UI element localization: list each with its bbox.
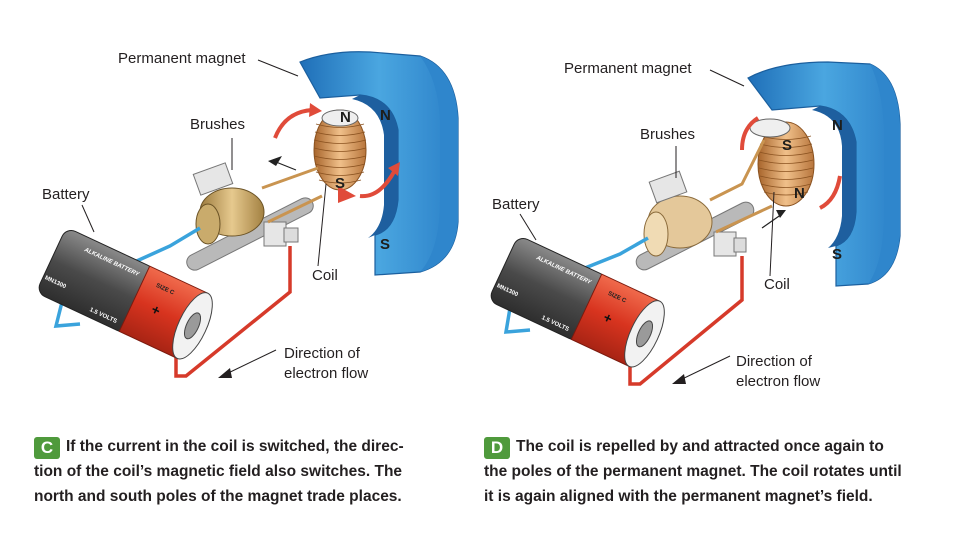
coil-pole-top: S <box>782 137 793 154</box>
label-permanent-magnet: Permanent magnet <box>564 60 692 77</box>
label-flow-line1: Direction of <box>736 353 812 370</box>
blue-wire <box>129 226 201 266</box>
red-wire <box>628 256 744 386</box>
permanent-magnet <box>747 61 901 287</box>
label-flow-line2: electron flow <box>284 365 369 382</box>
caption-d-line1: D The coil is repelled by and attracted o… <box>484 434 944 459</box>
label-flow-line1: Direction of <box>284 345 360 362</box>
badge-c: C <box>34 437 60 459</box>
label-brushes: Brushes <box>190 116 246 133</box>
blue-wire <box>579 236 649 272</box>
leader-lines <box>81 59 327 377</box>
label-flow-line2: electron flow <box>736 373 821 390</box>
coil-pole-top: N <box>340 109 351 126</box>
motor-diagram-d: ALKALINE BATTERY MN1300 1.5 VOLTS SIZE C… <box>490 61 901 386</box>
caption-d: D The coil is repelled by and attracted o… <box>484 434 944 509</box>
caption-c-line3: north and south poles of the magnet trad… <box>34 488 402 505</box>
caption-d-line3: it is again aligned with the permanent m… <box>484 488 873 505</box>
magnet-pole-top: N <box>832 117 843 134</box>
label-brushes: Brushes <box>640 126 696 143</box>
coil <box>749 118 815 207</box>
blue-wire-bottom <box>53 301 81 328</box>
label-direction-of-electron-flow: Direction of electron flow <box>284 344 368 384</box>
label-battery: Battery <box>492 196 540 213</box>
blue-wire-bottom <box>503 307 531 334</box>
magnet-pole-bottom: S <box>380 236 391 253</box>
rotation-arrows <box>273 108 397 199</box>
caption-c-line2: tion of the coil’s magnetic field also s… <box>34 463 403 480</box>
red-wire <box>174 246 292 378</box>
coil <box>313 109 367 191</box>
brushes <box>648 170 747 257</box>
motor-diagram-c: ALKALINE BATTERY MN1300 1.5 VOLTS SIZE C… <box>38 51 459 378</box>
label-battery: Battery <box>42 186 90 203</box>
magnet-pole-top: N <box>380 107 391 124</box>
brushes <box>192 162 299 247</box>
coil-pole-bottom: N <box>794 185 805 202</box>
magnet-pole-bottom: S <box>832 246 843 263</box>
label-direction-of-electron-flow: Direction of electron flow <box>736 352 820 392</box>
battery: ALKALINE BATTERY MN1300 1.5 VOLTS SIZE C… <box>38 230 213 360</box>
leader-lines <box>519 69 775 383</box>
commutator <box>195 187 265 245</box>
coil-pole-bottom: S <box>335 175 346 192</box>
caption-c: C If the current in the coil is switched,… <box>34 434 454 509</box>
rotation-arrows <box>740 116 842 210</box>
panel-c: ALKALINE BATTERY MN1300 1.5 VOLTS SIZE C… <box>34 50 459 509</box>
label-coil: Coil <box>764 276 790 293</box>
caption-d-text1: The coil is repelled by and attracted on… <box>516 438 884 455</box>
commutator <box>643 195 713 257</box>
caption-c-line1: C If the current in the coil is switched,… <box>34 434 454 459</box>
caption-d-line2: the poles of the permanent magnet. The c… <box>484 463 902 480</box>
badge-d: D <box>484 437 510 459</box>
panel-d: ALKALINE BATTERY MN1300 1.5 VOLTS SIZE C… <box>480 0 960 540</box>
permanent-magnet <box>299 51 459 276</box>
caption-c-text1: If the current in the coil is switched, … <box>66 438 404 455</box>
label-permanent-magnet: Permanent magnet <box>118 50 246 67</box>
label-coil: Coil <box>312 267 338 284</box>
